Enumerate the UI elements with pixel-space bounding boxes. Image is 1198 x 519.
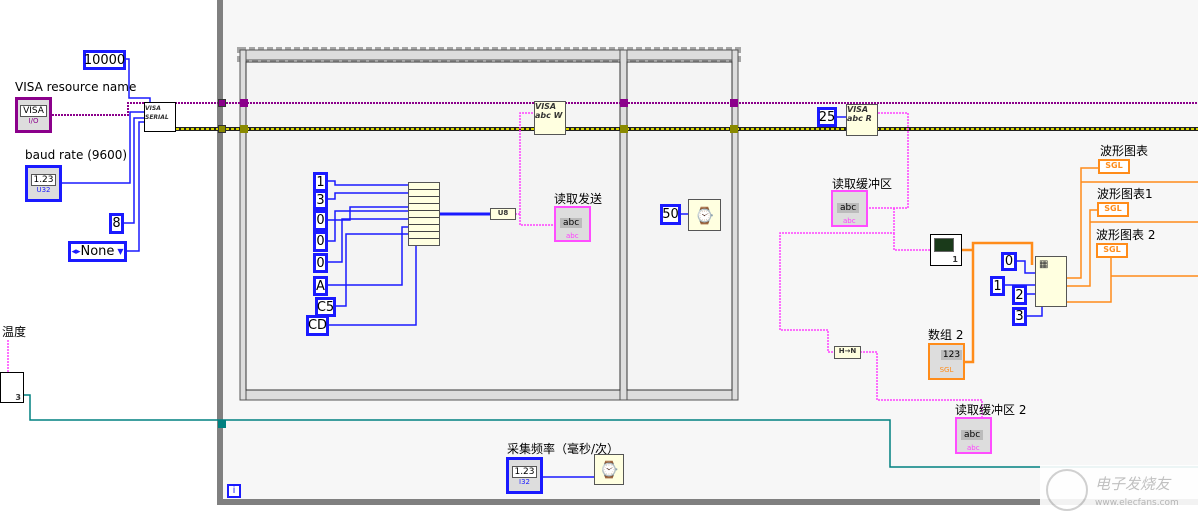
waveform-chart-terminal[interactable]: SGL — [1097, 202, 1129, 217]
build-waveform-node[interactable]: 1 — [930, 234, 962, 266]
visa-wire — [52, 102, 1198, 116]
visa-write-node[interactable]: VISA abc W — [534, 101, 566, 135]
while-loop-left-border[interactable] — [217, 0, 223, 505]
send-ind-text: abc — [560, 218, 583, 228]
baud-ctl-text: 1.23 — [31, 173, 56, 186]
read-buffer-2-indicator[interactable]: abc abc — [955, 417, 992, 454]
send-string-indicator[interactable]: abc abc — [554, 206, 591, 242]
read-count-constant[interactable]: 25 — [817, 107, 837, 127]
visa-write-text: VISA abc W — [535, 102, 563, 120]
wait-constant[interactable]: 50 — [660, 204, 681, 225]
buffer-ind-text: abc — [837, 203, 860, 213]
index-array-node[interactable]: ▦ — [1035, 256, 1067, 307]
baud-rate-label: baud rate (9600) — [25, 148, 128, 162]
waveform-chart-terminal[interactable]: SGL — [1096, 243, 1128, 258]
serial-node-text: VISA SERIAL — [145, 105, 169, 121]
baud-ctl-type: U32 — [36, 185, 51, 194]
array2-ctl-text: 123 — [940, 349, 963, 360]
string-to-number-node[interactable]: H→N — [834, 346, 861, 359]
visa-ctl-type: I/O — [28, 117, 39, 125]
shift-register-visa[interactable] — [218, 99, 226, 107]
seq-tunnel-visa-2 — [620, 99, 628, 107]
string-wire — [515, 112, 554, 226]
array-constant[interactable]: 0 — [313, 210, 328, 231]
seq-tunnel-error-3 — [730, 125, 738, 133]
data-bits-constant[interactable]: 8 — [109, 213, 124, 234]
watch-icon: ⌚ — [599, 460, 619, 479]
seq-tunnel-visa — [240, 99, 248, 107]
watermark-url: www.elecfans.com — [1095, 498, 1179, 508]
buffer2-ind-text: abc — [961, 430, 984, 440]
array-constant[interactable]: 0 — [313, 253, 328, 273]
rate-ctl-type: I32 — [519, 477, 530, 486]
array2-ctl-type: SGL — [939, 365, 954, 374]
type-cast-node[interactable]: U8 — [490, 208, 516, 220]
chart-label: 波形图表 2 — [1096, 228, 1156, 242]
watermark-logo-icon — [1046, 469, 1088, 511]
index-constant[interactable]: 3 — [1012, 307, 1027, 326]
timeout-constant[interactable]: 10000 — [83, 50, 126, 70]
chart-label: 波形图表 — [1100, 144, 1149, 158]
chevron-down-icon: ▼ — [117, 247, 124, 256]
index-constant[interactable]: 1 — [990, 276, 1005, 296]
config-wires — [61, 58, 151, 252]
array-element-wires — [328, 180, 491, 326]
temperature-chart-node[interactable]: 3 — [0, 372, 24, 403]
read-string-wire — [779, 112, 983, 417]
seq-tunnel-error-2 — [620, 125, 628, 133]
visa-read-text: VISA abc R — [847, 105, 872, 123]
waveform-chart-terminal[interactable]: SGL — [1098, 159, 1130, 174]
parity-enum[interactable]: ◂▸None▼ — [68, 241, 127, 262]
visa-ctl-text: VISA — [20, 105, 47, 117]
send-label: 读取发送 — [554, 192, 603, 206]
visa-configure-serial-node[interactable]: VISA SERIAL — [144, 102, 176, 132]
index-constant[interactable]: 2 — [1012, 285, 1027, 305]
visa-resource-label: VISA resource name — [15, 80, 137, 94]
bool-wire — [24, 394, 1198, 468]
loop-iteration-terminal[interactable]: i — [227, 484, 241, 498]
rate-ctl-text: 1.23 — [512, 465, 537, 478]
wait-ms-node-2[interactable]: ⌚ — [594, 454, 624, 485]
waveform-node-number: 1 — [952, 255, 958, 264]
array-constant[interactable]: 3 — [313, 190, 328, 210]
waveform-icon — [934, 238, 954, 252]
visa-read-node[interactable]: VISA abc R — [846, 104, 878, 136]
enum-arrows-icon: ◂▸ — [71, 246, 81, 257]
loop-tunnel-bool — [218, 420, 226, 428]
temperature-label: 温度 — [2, 325, 27, 339]
send-ind-type: abc — [566, 232, 579, 240]
build-array-node[interactable] — [408, 182, 440, 246]
sample-rate-label: 采集频率（毫秒/次） — [507, 442, 620, 456]
array-constant[interactable]: 1 — [313, 172, 328, 192]
array-constant[interactable]: CD — [306, 315, 329, 336]
parity-enum-text: None — [80, 244, 115, 259]
buffer2-ind-type: abc — [967, 444, 980, 452]
index-constant[interactable]: 0 — [1001, 252, 1017, 271]
read-buffer-indicator[interactable]: abc abc — [831, 190, 868, 227]
array-constant[interactable]: 0 — [313, 231, 328, 252]
array-constant[interactable]: C5 — [315, 297, 336, 317]
array-constant[interactable]: A — [313, 276, 328, 296]
watermark: 电子发烧友 www.elecfans.com — [1040, 465, 1198, 519]
read-buffer-2-label: 读取缓冲区 2 — [955, 403, 1027, 417]
seq-tunnel-visa-3 — [730, 99, 738, 107]
watch-icon: ⌚ — [694, 205, 715, 225]
index-array-icon: ▦ — [1039, 259, 1049, 270]
wait-ms-node[interactable]: ⌚ — [688, 199, 721, 231]
read-buffer-label: 读取缓冲区 — [832, 177, 893, 191]
watermark-brand: 电子发烧友 — [1095, 475, 1171, 493]
chart-label: 波形图表1 — [1097, 187, 1153, 201]
temp-node-number: 3 — [15, 393, 21, 402]
array2-label: 数组 2 — [928, 328, 964, 342]
shift-register-error[interactable] — [218, 125, 226, 133]
buffer-ind-type: abc — [843, 217, 856, 225]
seq-tunnel-error — [240, 125, 248, 133]
while-loop-bottom-border[interactable] — [217, 499, 1198, 505]
waveform-wires — [962, 167, 1198, 364]
